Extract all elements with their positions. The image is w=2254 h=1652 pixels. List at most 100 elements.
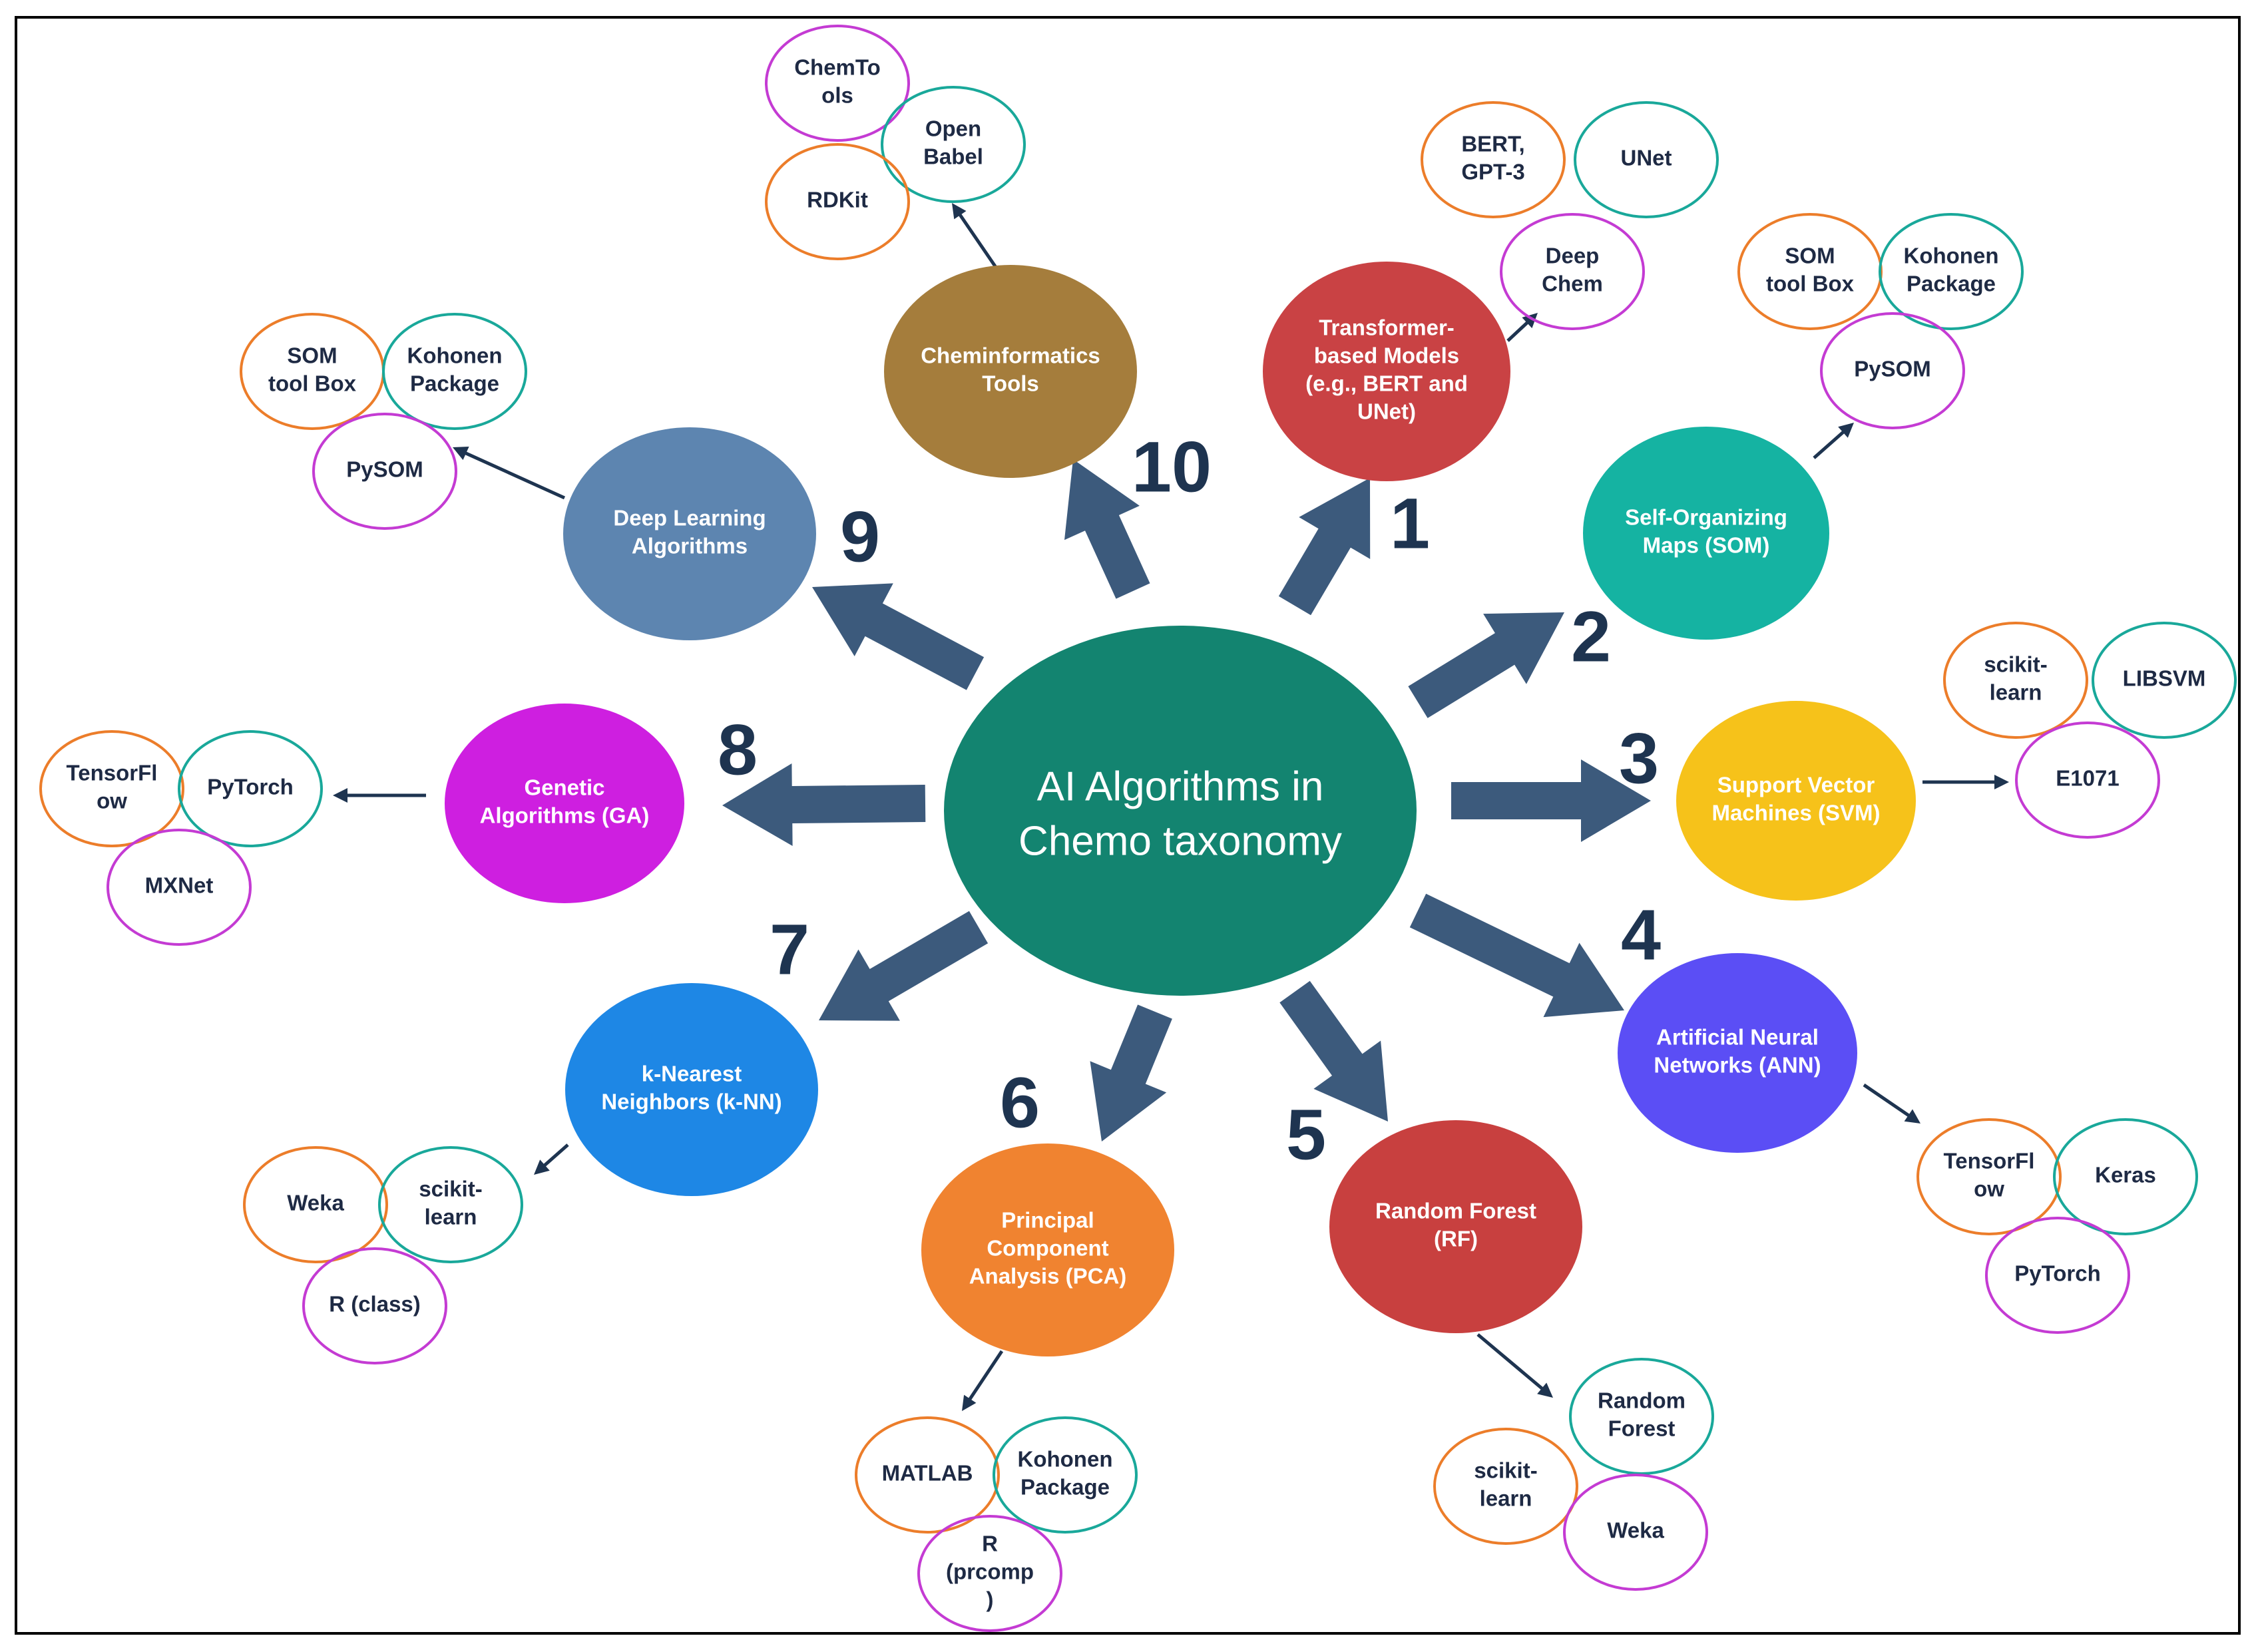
tool-circle xyxy=(2015,722,2160,839)
tool-circle xyxy=(1820,312,1965,429)
tool-label-line-1: Deep xyxy=(1546,244,1600,268)
link-arrow-support-vector-machines-svm xyxy=(1922,775,2009,789)
tool-random-forest-rf-weka: Weka xyxy=(1563,1474,1708,1591)
node-label-deep-learning-algorithms-line-2: Algorithms xyxy=(632,534,748,558)
tool-circle xyxy=(302,1247,447,1364)
link-arrow-self-organizing-maps-som xyxy=(1813,423,1854,459)
tool-circle xyxy=(2053,1118,2198,1235)
tool-label-line-2: Package xyxy=(1907,272,1996,296)
tool-label-line-2: learn xyxy=(1480,1486,1532,1511)
tool-random-forest-rf-scikit-learn: scikit-learn xyxy=(1433,1428,1578,1545)
number-10: 10 xyxy=(1132,427,1212,507)
tool-label-line-2: ow xyxy=(1974,1177,2004,1201)
tool-label-line-1: PySOM xyxy=(346,457,423,482)
tool-deep-learning-algorithms-pysom: PySOM xyxy=(312,413,457,530)
number-1: 1 xyxy=(1390,483,1430,564)
node-label-principal-component-analysis-pca-line-1: Principal xyxy=(1001,1208,1094,1233)
tool-label-line-1: Weka xyxy=(287,1191,344,1215)
tool-label-line-1: UNet xyxy=(1620,146,1672,170)
link-arrow-deep-learning-algorithms xyxy=(453,447,566,500)
tool-circle xyxy=(243,1146,388,1263)
tool-label-line-1: PyTorch xyxy=(2014,1261,2101,1286)
node-label-cheminformatics-tools-line-1: Cheminformatics xyxy=(921,343,1100,368)
node-transformer-based-models-e-g-bert-and-unet: Transformer-based Models(e.g., BERT andU… xyxy=(1263,262,1510,481)
tool-support-vector-machines-svm-scikit-learn: scikit-learn xyxy=(1943,622,2088,739)
arrow-to-random-forest-rf xyxy=(1279,980,1388,1122)
tool-label-line-2: learn xyxy=(425,1205,477,1229)
node-label-principal-component-analysis-pca-line-3: Analysis (PCA) xyxy=(969,1264,1127,1289)
link-arrow-transformer-based-models-e-g-bert-and-unet xyxy=(1506,313,1538,342)
center-node: AI Algorithms in Chemo taxonomy xyxy=(944,626,1417,996)
node-circle-cheminformatics-tools xyxy=(884,265,1137,478)
node-label-cheminformatics-tools-line-2: Tools xyxy=(982,371,1039,396)
tool-label-line-1: SOM xyxy=(287,343,337,368)
tool-label-line-1: SOM xyxy=(1785,244,1835,268)
tool-label-line-1: scikit- xyxy=(1474,1458,1537,1483)
tool-label-line-1: PyTorch xyxy=(207,775,294,799)
tool-label-line-1: E1071 xyxy=(2056,766,2119,791)
tool-genetic-algorithms-ga-pytorch: PyTorch xyxy=(178,730,323,847)
node-circle-deep-learning-algorithms xyxy=(563,427,816,640)
center-circle xyxy=(944,626,1417,996)
tool-label-line-1: RDKit xyxy=(807,188,868,212)
node-label-principal-component-analysis-pca-line-2: Component xyxy=(987,1236,1108,1261)
tool-circle xyxy=(881,86,1026,203)
tool-label-line-1: MATLAB xyxy=(882,1461,973,1486)
number-2: 2 xyxy=(1571,596,1611,677)
arrow-to-deep-learning-algorithms xyxy=(812,583,985,690)
node-label-deep-learning-algorithms-line-1: Deep Learning xyxy=(613,506,766,530)
node-label-artificial-neural-networks-ann-line-2: Networks (ANN) xyxy=(1654,1053,1821,1078)
arrow-to-artificial-neural-networks-ann xyxy=(1409,893,1624,1018)
link-arrow-principal-component-analysis-pca xyxy=(962,1350,1004,1411)
tool-label-line-2: Chem xyxy=(1542,272,1603,296)
tool-principal-component-analysis-pca-matlab: MATLAB xyxy=(855,1416,1000,1534)
node-circle-support-vector-machines-svm xyxy=(1676,701,1916,901)
tool-circle xyxy=(312,413,457,530)
number-4: 4 xyxy=(1621,895,1661,975)
tool-artificial-neural-networks-ann-keras: Keras xyxy=(2053,1118,2198,1235)
center-title-line-2: Chemo taxonomy xyxy=(1018,818,1342,864)
node-circle-k-nearest-neighbors-k-nn xyxy=(565,983,818,1196)
tool-circle xyxy=(1500,213,1645,330)
node-label-transformer-based-models-e-g-bert-and-unet-line-3: (e.g., BERT and xyxy=(1305,371,1468,396)
tool-label-line-1: Open xyxy=(925,116,981,141)
link-arrow-k-nearest-neighbors-k-nn xyxy=(534,1143,569,1175)
node-label-self-organizing-maps-som-line-1: Self-Organizing xyxy=(1625,505,1787,530)
tool-label-line-1: Kohonen xyxy=(1018,1447,1113,1472)
node-label-random-forest-rf-line-1: Random Forest xyxy=(1375,1199,1536,1223)
tool-genetic-algorithms-ga-mxnet: MXNet xyxy=(107,829,252,946)
number-7: 7 xyxy=(770,909,809,990)
link-arrow-genetic-algorithms-ga xyxy=(333,788,426,803)
tool-circle xyxy=(1433,1428,1578,1545)
tool-label-line-3: ) xyxy=(987,1587,994,1612)
node-label-genetic-algorithms-ga-line-2: Algorithms (GA) xyxy=(480,803,650,828)
node-label-artificial-neural-networks-ann-line-1: Artificial Neural xyxy=(1656,1025,1819,1050)
tool-label-line-1: Kohonen xyxy=(407,343,503,368)
arrow-to-k-nearest-neighbors-k-nn xyxy=(819,911,989,1021)
tool-k-nearest-neighbors-k-nn-weka: Weka xyxy=(243,1146,388,1263)
node-label-random-forest-rf-line-2: (RF) xyxy=(1434,1227,1478,1251)
number-9: 9 xyxy=(840,497,880,577)
arrow-to-principal-component-analysis-pca xyxy=(1090,1004,1172,1141)
tool-label-line-2: Package xyxy=(410,371,499,396)
tool-support-vector-machines-svm-e1071: E1071 xyxy=(2015,722,2160,839)
tool-label-line-1: LIBSVM xyxy=(2123,666,2206,691)
tool-circle xyxy=(1985,1217,2130,1334)
number-3: 3 xyxy=(1619,718,1659,799)
tool-circle xyxy=(378,1146,523,1263)
arrow-to-self-organizing-maps-som xyxy=(1408,612,1564,718)
tool-label-line-1: Weka xyxy=(1607,1518,1664,1543)
